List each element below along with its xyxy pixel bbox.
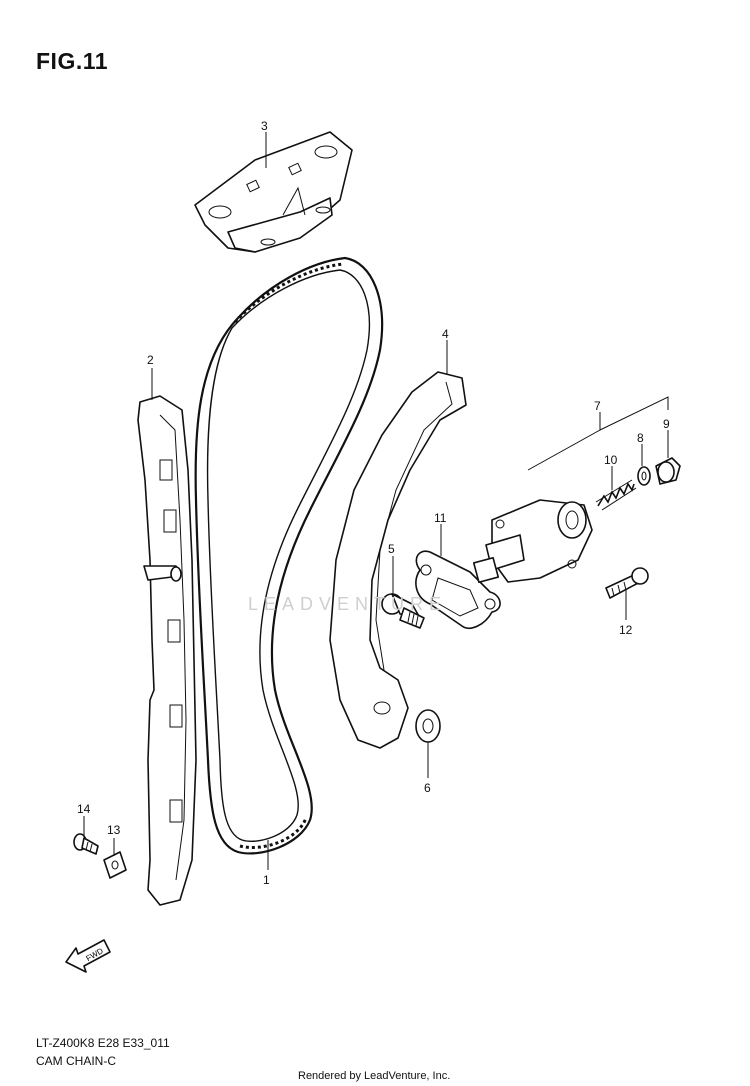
callout-7: 7 — [594, 399, 601, 413]
callout-11: 11 — [434, 511, 447, 525]
part-10-spring — [595, 479, 637, 511]
part-6-washer — [415, 709, 441, 743]
part-4-chain-guide-right — [329, 371, 467, 749]
part-9-cap-bolt — [655, 457, 681, 485]
figure-name: CAM CHAIN-C — [36, 1054, 116, 1068]
part-5-bolt — [381, 593, 425, 629]
callout-8: 8 — [637, 431, 644, 445]
callout-12: 12 — [619, 623, 633, 637]
part-8-washer — [637, 466, 651, 486]
callout-numbers: 1 2 3 4 5 6 7 8 9 10 11 12 13 14 — [77, 119, 670, 887]
figure-title: FIG.11 — [36, 48, 109, 74]
callout-13: 13 — [107, 823, 121, 837]
forward-direction-arrow-icon: FWD — [65, 939, 111, 973]
figure-code: LT-Z400K8 E28 E33_011 — [36, 1036, 170, 1050]
callout-6: 6 — [424, 781, 431, 795]
callout-2: 2 — [147, 353, 154, 367]
callout-14: 14 — [77, 802, 91, 816]
watermark: LEADVENTURE — [248, 594, 448, 614]
callout-4: 4 — [442, 327, 449, 341]
part-11-gasket — [415, 550, 501, 629]
part-3-chain-guide-bracket — [194, 131, 353, 253]
callout-10: 10 — [604, 453, 618, 467]
part-12-bolt — [605, 567, 649, 599]
leader-lines — [83, 132, 669, 870]
callout-1: 1 — [263, 873, 270, 887]
part-13-stopper-plate — [103, 851, 127, 879]
part-7-tensioner-assembly — [472, 499, 593, 584]
rendered-by-credit: Rendered by LeadVenture, Inc. — [298, 1070, 451, 1082]
callout-5: 5 — [388, 542, 395, 556]
part-2-chain-guide-left — [137, 395, 197, 906]
callout-9: 9 — [663, 417, 670, 431]
part-1-cam-chain — [194, 256, 384, 855]
callout-3: 3 — [261, 119, 268, 133]
part-14-screw — [73, 833, 99, 855]
